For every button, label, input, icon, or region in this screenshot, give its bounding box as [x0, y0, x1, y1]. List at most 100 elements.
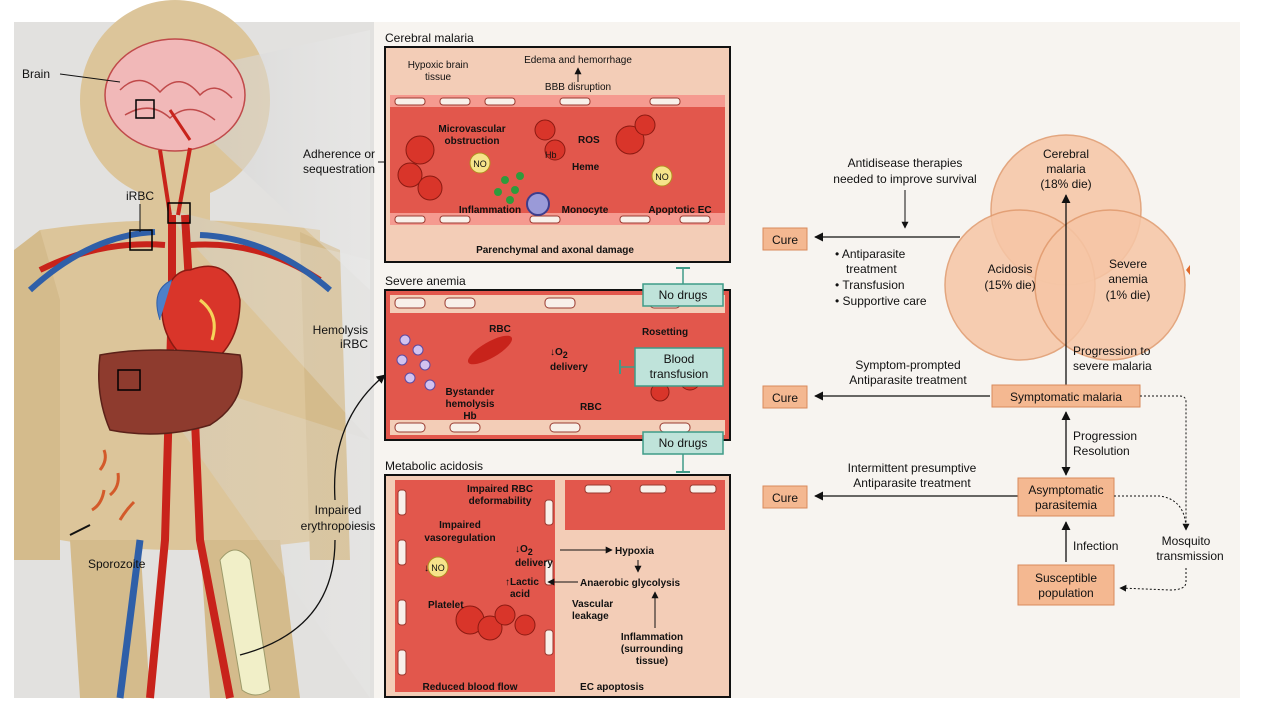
no-drugs-text-1: No drugs [659, 288, 708, 302]
venn-acidosis-2: (15% die) [984, 278, 1035, 292]
infection-label: Infection [1073, 539, 1118, 553]
bullet-3: • Supportive care [835, 294, 927, 308]
venn-anemia-2: anemia [1108, 272, 1148, 286]
susceptible-text-2: population [1038, 586, 1093, 600]
ros-label: ROS [578, 135, 600, 146]
transfusion-text: transfusion [650, 367, 709, 381]
ec-apoptosis-label: EC apoptosis [580, 682, 644, 693]
anemia-o2-label: ↓O2 [550, 347, 568, 360]
venn-cerebral-2: malaria [1046, 162, 1086, 176]
inflam-label-1: Inflammation [621, 632, 683, 643]
hb-label: Hb [545, 150, 557, 160]
prog-res-label-1: Progression [1073, 429, 1137, 443]
intermittent-label-1: Intermittent presumptive [848, 461, 977, 475]
venn-acidosis-1: Acidosis [988, 262, 1033, 276]
blood-text: Blood [664, 352, 695, 366]
cure-text-2: Cure [772, 391, 798, 405]
acidosis-no-label: NO [431, 563, 445, 573]
susceptible-text-1: Susceptible [1035, 571, 1097, 585]
rosetting-label: Rosetting [642, 327, 688, 338]
adherence-label: Adherence or [303, 147, 375, 161]
acidosis-title: Metabolic acidosis [385, 459, 483, 473]
cure-text-1: Cure [772, 233, 798, 247]
deform-label-1: Impaired RBC [467, 484, 533, 495]
impaired-label: Impaired [315, 503, 362, 517]
cure-text-3: Cure [772, 491, 798, 505]
anemia-title: Severe anemia [385, 274, 466, 288]
acidosis-no-arrow: ↓ [424, 563, 429, 574]
antidisease-label-1: Antidisease therapies [848, 156, 963, 170]
inflam-label-2: (surrounding [621, 644, 683, 655]
asymptomatic-text-1: Asymptomatic [1028, 483, 1103, 497]
bullet-1b: treatment [846, 262, 897, 276]
cure-box-1 [762, 227, 808, 251]
acidosis-delivery-label: delivery [515, 558, 553, 569]
antidisease-label-2: needed to improve survival [833, 172, 976, 186]
inflammation-label: Inflammation [459, 205, 521, 216]
heart-illustration [156, 265, 241, 371]
hemolysis-irbc-label: iRBC [340, 337, 368, 351]
hypoxic-label-1: Hypoxic brain [408, 60, 469, 71]
anaerobic-label: Anaerobic glycolysis [580, 578, 680, 589]
bystander-label-2: hemolysis [446, 399, 495, 410]
symptomatic-text: Symptomatic malaria [1010, 390, 1122, 404]
bystander-label-1: Bystander [446, 387, 495, 398]
anemia-delivery-label: delivery [550, 362, 588, 373]
symptom-label-2: Antiparasite treatment [849, 373, 967, 387]
brain-illustration [104, 38, 246, 216]
heme-label: Heme [572, 162, 600, 173]
vascular-label-2: leakage [572, 611, 609, 622]
inflam-label-3: tissue) [636, 656, 668, 667]
irbc-label: iRBC [126, 189, 154, 203]
acidosis-o2-label: ↓O2 [515, 544, 533, 557]
bullet-2: • Transfusion [835, 278, 905, 292]
sporozoite-illustration [69, 449, 136, 536]
monocyte-label: Monocyte [562, 205, 609, 216]
asymptomatic-box [1017, 477, 1115, 517]
microvascular-label-1: Microvascular [438, 124, 505, 135]
erythropoiesis-label: erythropoiesis [301, 519, 376, 533]
apoptotic-label: Apoptotic EC [648, 205, 711, 216]
progression-label-2: severe malaria [1073, 359, 1152, 373]
anemia-rbc-label: RBC [489, 324, 511, 335]
liver-inset-box [117, 369, 141, 391]
hypoxia-label: Hypoxia [615, 546, 654, 557]
lactic-label-1: ↑Lactic [505, 577, 539, 588]
venn-cerebral-3: (18% die) [1040, 177, 1091, 191]
mosquito-label-2: transmission [1156, 549, 1223, 563]
blood-transfusion-box [634, 347, 724, 387]
hypoxic-label-2: tissue [425, 72, 452, 83]
hemolysis-label: Hemolysis [313, 323, 368, 337]
metabolic-acidosis-panel: Metabolic acidosis Impaired RBC deformab… [384, 459, 731, 698]
symptom-label-1: Symptom-prompted [855, 358, 960, 372]
sporozoite-label: Sporozoite [88, 557, 146, 571]
vaso-label-2: vasoregulation [424, 533, 495, 544]
human-figure [14, 0, 374, 699]
anatomy-labels: Brain iRBC Sporozoite Adherence or seque… [22, 67, 401, 656]
progression-label-1: Progression to [1073, 344, 1151, 358]
brain-label: Brain [22, 67, 50, 81]
no-label-2: NO [655, 172, 669, 182]
mosquito-label-1: Mosquito [1162, 534, 1211, 548]
liver-illustration [98, 349, 243, 435]
treatment-boxes: No drugs Blood transfusion No drugs [619, 267, 724, 473]
anemia-rbc2-label: RBC [580, 402, 602, 413]
bullet-1: • Antiparasite [835, 247, 906, 261]
deform-label-2: deformability [469, 496, 532, 507]
lactic-label-2: acid [510, 589, 530, 600]
venn-anemia-1: Severe [1109, 257, 1147, 271]
intermittent-label-2: Antiparasite treatment [853, 476, 971, 490]
prog-res-label-2: Resolution [1073, 444, 1130, 458]
brain-inset-box [135, 99, 155, 119]
susceptible-box [1017, 564, 1115, 606]
anemia-hb-label: Hb [463, 411, 476, 422]
no-label-1: NO [473, 159, 487, 169]
irbc-inset-box [129, 229, 153, 251]
microvascular-label-2: obstruction [445, 136, 500, 147]
sequestration-label: sequestration [303, 162, 375, 176]
venn-cerebral-1: Cerebral [1043, 147, 1089, 161]
vessel-inset-box [167, 202, 191, 224]
cure-box-3 [762, 485, 808, 509]
cerebral-title: Cerebral malaria [385, 31, 474, 45]
